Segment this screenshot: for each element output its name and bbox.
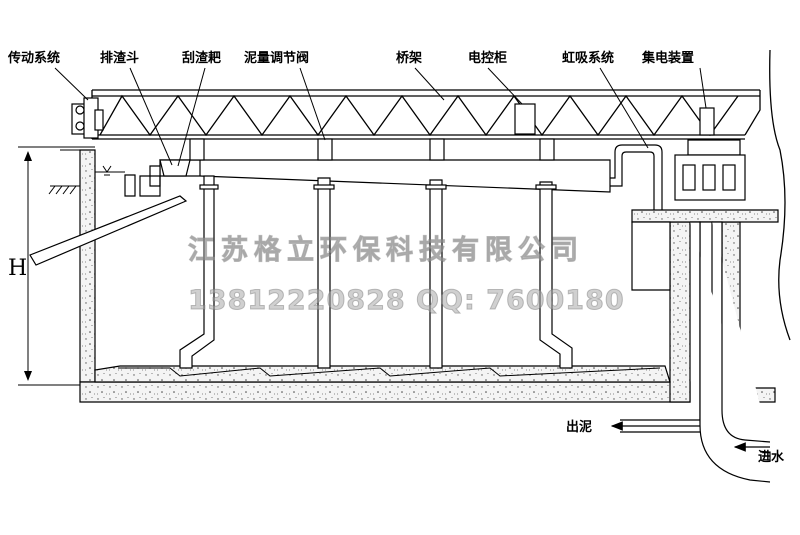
right-wall [669,221,691,403]
scum-hopper [29,159,191,266]
label-sludge-out: 出泥 [566,420,593,435]
watermark-contact: 13812220828 QQ: 7600180 [188,285,625,317]
watermark-company: 江苏格立环保科技有限公司 [188,235,584,267]
sludge-channel [159,138,611,193]
bottom-scraper [118,367,661,377]
label-scum-hopper: 排渣斗 [100,51,140,66]
label-height: H [8,256,28,281]
label-control-cabinet: 电控柜 [468,51,508,66]
label-sludge-valve: 泥量调节阀 [244,51,310,66]
height-dimension [18,146,80,386]
control-cabinet-box [514,103,536,135]
drive-system [71,97,104,139]
water-surface [95,165,125,176]
label-scraper: 刮渣耙 [182,51,222,66]
left-wall [79,149,96,383]
ground-hatch [48,146,95,195]
siphon-pipe [610,144,663,210]
collector-device [674,107,746,201]
label-collector: 集电装置 [642,51,695,66]
leader-lines [54,67,707,167]
inlet-column [690,221,771,483]
label-bridge: 桥架 [396,51,423,66]
label-drive-system: 传动系统 [8,51,61,66]
suction-pipes [179,175,573,369]
sludge-outlet [610,419,700,433]
label-water-in: 进水 [758,450,785,465]
label-siphon: 虹吸系统 [562,51,615,66]
bottom-slab [79,381,691,403]
